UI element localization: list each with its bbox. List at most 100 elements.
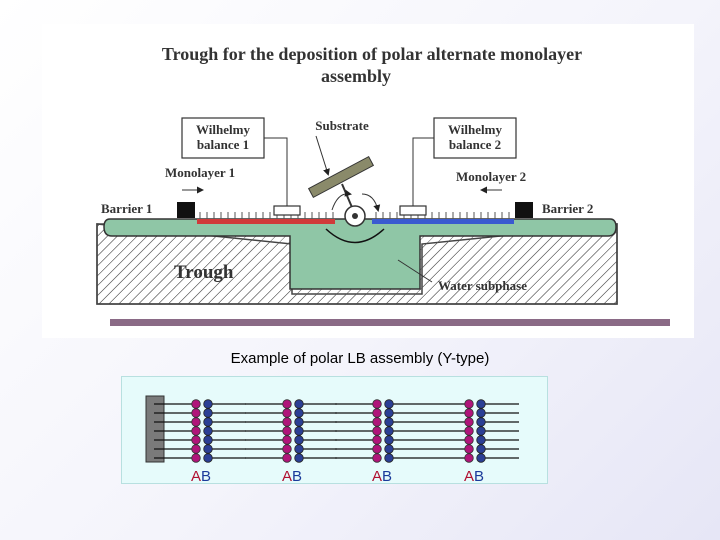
head-a [191, 408, 201, 418]
monolayer-1-molecules [197, 212, 335, 224]
head-a [282, 453, 292, 463]
head-b [384, 435, 394, 445]
substrate-pointer [315, 135, 330, 176]
head-b [384, 408, 394, 418]
trough-diagram: Trough for the deposition of polar alter… [96, 44, 670, 326]
head-a [191, 453, 201, 463]
head-b [203, 426, 213, 436]
wilhelmy-balance-1-label-line2: balance 1 [197, 137, 249, 152]
label-b: B [292, 468, 302, 485]
barrier-1-label: Barrier 1 [101, 201, 152, 216]
figure-title-line2: assembly [321, 66, 391, 86]
head-b [476, 453, 486, 463]
head-a [282, 417, 292, 427]
substrate-block [145, 395, 165, 463]
monolayer-2-label: Monolayer 2 [456, 169, 526, 184]
label-a: A [191, 468, 201, 485]
head-a [282, 435, 292, 445]
head-b [294, 453, 304, 463]
head-a [191, 426, 201, 436]
head-b [476, 399, 486, 409]
wilhelmy-balance-2-label-line2: balance 2 [449, 137, 501, 152]
rotation-hub-center [352, 213, 358, 219]
head-b [476, 444, 486, 454]
head-a [464, 399, 474, 409]
trough-label: Trough [174, 262, 234, 283]
head-a [191, 444, 201, 454]
head-b [294, 399, 304, 409]
head-a [464, 453, 474, 463]
head-b [384, 417, 394, 427]
label-a: A [282, 468, 292, 485]
head-a [282, 444, 292, 454]
head-b [294, 435, 304, 445]
wilhelmy-balance-1-label-line1: Wilhelmy [196, 122, 250, 137]
head-a [191, 399, 201, 409]
head-b [203, 435, 213, 445]
wilhelmy-plate-2 [399, 205, 427, 216]
barrier-2-block [515, 202, 533, 218]
head-a [464, 417, 474, 427]
head-a [464, 435, 474, 445]
head-a [372, 426, 382, 436]
water-subphase-label: Water subphase [438, 278, 527, 293]
assembly-caption: Example of polar LB assembly (Y-type) [230, 350, 490, 367]
head-b [203, 408, 213, 418]
head-a [191, 435, 201, 445]
head-b [203, 399, 213, 409]
label-a: A [464, 468, 474, 485]
wilhelmy-2-wire [412, 137, 434, 206]
rotation-arc-lower [325, 228, 385, 244]
head-a [464, 426, 474, 436]
head-b [384, 426, 394, 436]
substrate-plate [307, 155, 375, 199]
head-a [464, 444, 474, 454]
head-a [372, 408, 382, 418]
water-subphase [103, 218, 617, 290]
barrier-2-label: Barrier 2 [542, 201, 593, 216]
head-b [294, 408, 304, 418]
rotation-arrow-right [361, 193, 381, 212]
head-b [294, 426, 304, 436]
head-b [294, 417, 304, 427]
head-b [384, 453, 394, 463]
barrier-1-block [177, 202, 195, 218]
head-a [282, 426, 292, 436]
head-a [282, 408, 292, 418]
head-b [476, 408, 486, 418]
head-b [294, 444, 304, 454]
decorative-bottom-bar [110, 319, 670, 326]
monolayer-1-label: Monolayer 1 [165, 165, 235, 180]
head-a [464, 408, 474, 418]
head-a [372, 417, 382, 427]
wilhelmy-balance-2-label-line1: Wilhelmy [448, 122, 502, 137]
head-a [372, 399, 382, 409]
head-a [372, 435, 382, 445]
head-a [282, 399, 292, 409]
wilhelmy-plate-1 [273, 205, 301, 216]
monolayer-2-molecules [372, 212, 514, 224]
head-a [191, 417, 201, 427]
water-pointer [397, 259, 433, 283]
head-a [372, 453, 382, 463]
head-b [476, 426, 486, 436]
head-b [203, 444, 213, 454]
label-b: B [382, 468, 392, 485]
label-b: B [201, 468, 211, 485]
head-b [384, 399, 394, 409]
head-a [372, 444, 382, 454]
wilhelmy-balance-1-box [181, 117, 265, 159]
label-b: B [474, 468, 484, 485]
figure-title-line1: Trough for the deposition of polar alter… [162, 44, 582, 64]
head-b [203, 417, 213, 427]
head-b [384, 444, 394, 454]
wilhelmy-1-wire [264, 137, 288, 206]
wilhelmy-balance-2-box [433, 117, 517, 159]
rotation-arrow-left [331, 189, 352, 211]
substrate-label: Substrate [315, 118, 369, 133]
label-a: A [372, 468, 382, 485]
head-b [476, 435, 486, 445]
head-b [476, 417, 486, 427]
